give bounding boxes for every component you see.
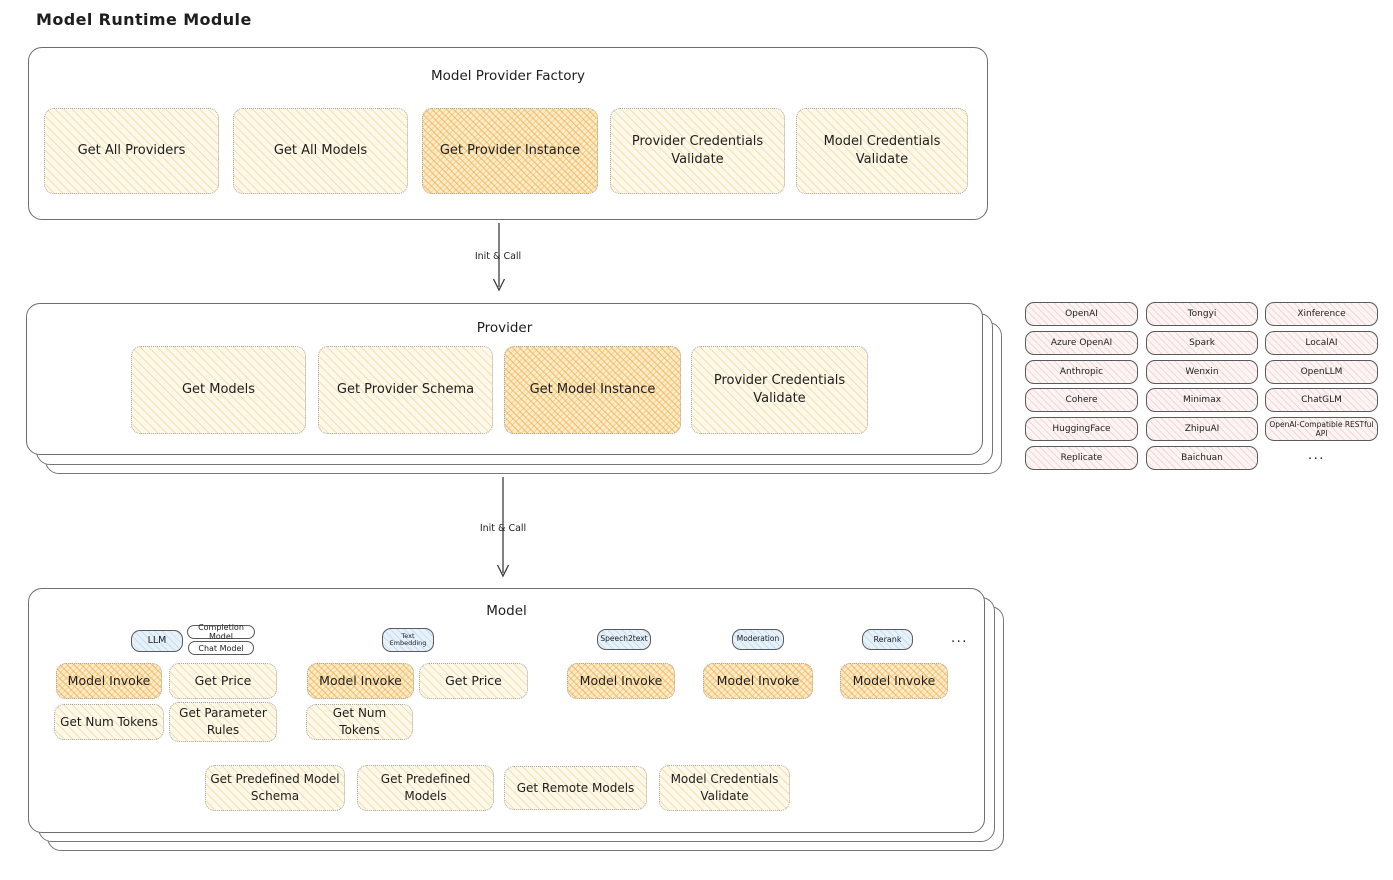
model-tabs-ellipsis: ... (951, 631, 968, 646)
llm-model-invoke: Model Invoke (56, 663, 162, 699)
provider-chip-localai: LocalAI (1265, 331, 1378, 355)
provider-grid-ellipsis: ... (1308, 448, 1325, 463)
provider-chip-spark: Spark (1146, 331, 1258, 355)
moderation-model-invoke: Model Invoke (703, 663, 813, 699)
init-call-arrow-1 (491, 223, 507, 299)
tab-rerank: Rerank (862, 629, 913, 650)
provider-chip-azure-openai: Azure OpenAI (1025, 331, 1138, 355)
provider-chip-baichuan: Baichuan (1146, 446, 1258, 470)
speech2text-model-invoke: Model Invoke (567, 663, 675, 699)
llm-get-price: Get Price (169, 663, 277, 699)
model-get-remote-models: Get Remote Models (504, 766, 647, 810)
provider-chip-tongyi: Tongyi (1146, 302, 1258, 326)
provider-container: Provider Get Models Get Provider Schema … (26, 303, 983, 455)
model-get-predefined-model-schema: Get Predefined Model Schema (205, 765, 345, 811)
init-call-arrow-2 (495, 477, 511, 585)
model-container: Model LLM Completion Model Chat Model Te… (28, 588, 985, 833)
init-call-label-1: Init & Call (474, 251, 522, 262)
factory-title: Model Provider Factory (430, 68, 585, 84)
rerank-model-invoke: Model Invoke (840, 663, 948, 699)
provider-chip-anthropic: Anthropic (1025, 360, 1138, 384)
provider-title: Provider (476, 320, 533, 336)
tab-speech2text: Speech2text (597, 629, 651, 650)
provider-chip-replicate: Replicate (1025, 446, 1138, 470)
factory-box-get-all-models: Get All Models (233, 108, 408, 194)
provider-box-get-models: Get Models (131, 346, 306, 434)
factory-box-model-credentials-validate: Model Credentials Validate (796, 108, 968, 194)
factory-box-provider-credentials-validate: Provider Credentials Validate (610, 108, 785, 194)
provider-chip-xinference: Xinference (1265, 302, 1378, 326)
provider-box-provider-credentials-validate: Provider Credentials Validate (691, 346, 868, 434)
provider-chip-openllm: OpenLLM (1265, 360, 1378, 384)
model-get-predefined-models: Get Predefined Models (357, 765, 494, 811)
provider-chip-minimax: Minimax (1146, 388, 1258, 412)
tab-moderation: Moderation (732, 629, 784, 650)
arrow-down-icon (492, 223, 506, 292)
provider-chip-zhipuai: ZhipuAI (1146, 417, 1258, 441)
factory-box-get-provider-instance: Get Provider Instance (422, 108, 598, 194)
provider-chip-wenxin: Wenxin (1146, 360, 1258, 384)
factory-box-get-all-providers: Get All Providers (44, 108, 219, 194)
init-call-label-2: Init & Call (479, 523, 527, 534)
tab-llm: LLM (131, 630, 183, 652)
tab-text-embedding: Text Embedding (382, 628, 434, 652)
provider-box-get-model-instance: Get Model Instance (504, 346, 681, 434)
tab-completion-model: Completion Model (187, 623, 255, 641)
provider-chip-huggingface: HuggingFace (1025, 417, 1138, 441)
llm-get-num-tokens: Get Num Tokens (54, 704, 164, 740)
llm-get-parameter-rules: Get Parameter Rules (169, 702, 277, 742)
provider-chip-cohere: Cohere (1025, 388, 1138, 412)
factory-container: Model Provider Factory Get All Providers… (28, 47, 988, 220)
model-title: Model (486, 603, 527, 619)
arrow-down-icon (496, 477, 510, 578)
provider-box-get-provider-schema: Get Provider Schema (318, 346, 493, 434)
tab-chat-model: Chat Model (188, 641, 254, 655)
text-embedding-get-price: Get Price (419, 663, 528, 699)
model-model-credentials-validate: Model Credentials Validate (659, 765, 790, 811)
provider-chip-chatglm: ChatGLM (1265, 388, 1378, 412)
provider-chip-openai: OpenAI (1025, 302, 1138, 326)
text-embedding-model-invoke: Model Invoke (307, 663, 414, 699)
provider-chip-openai-compatible-restful-api: OpenAI-Compatible RESTful API (1265, 417, 1378, 441)
text-embedding-get-num-tokens: Get Num Tokens (306, 704, 413, 740)
page-title: Model Runtime Module (36, 10, 252, 29)
